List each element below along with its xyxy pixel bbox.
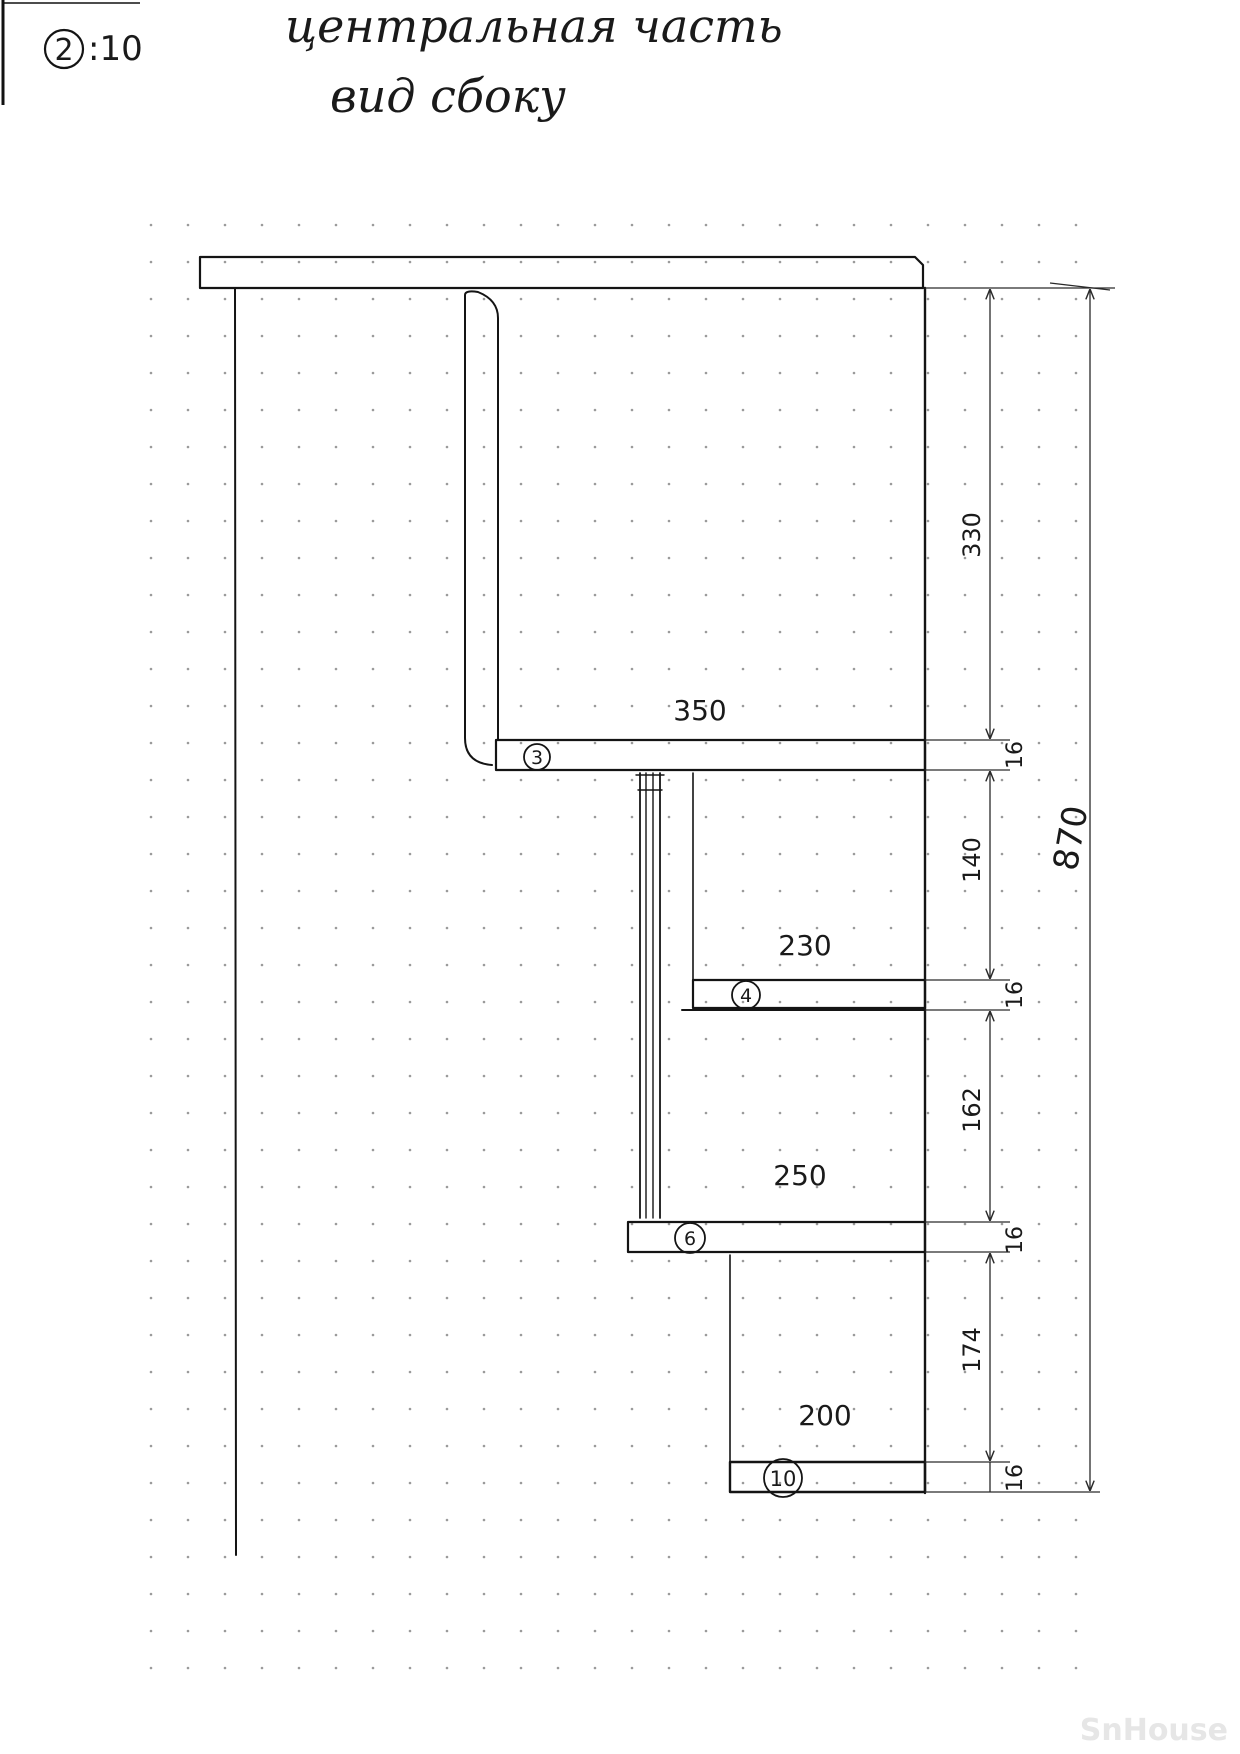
shelf-10 [728,1460,927,1494]
title-line-1: центральная часть [285,0,783,53]
shelf-4-marker [731,980,761,1010]
shelf-6 [626,1220,927,1254]
top-slab [198,255,925,290]
shelf-4-width: 230 [778,929,831,962]
dim-segment-16-d: 16 [1003,1464,1028,1492]
watermark: SnHouse [1080,1713,1228,1748]
shelf-3 [494,738,927,772]
dim-segment-140: 140 [958,837,986,883]
scale-circle [43,28,85,70]
left-wall-line [234,287,237,1556]
dot-grid [130,195,1110,1670]
dim-segment-162: 162 [958,1087,986,1133]
shelf-4 [691,978,927,1010]
shelf-10-id: 10 [770,1467,797,1491]
shelf-6-marker [674,1222,706,1254]
title-line-2: вид сбоку [330,69,566,123]
shelf-10-marker [763,1458,803,1498]
shelf-10-width: 200 [798,1399,851,1432]
dim-segment-330: 330 [958,512,986,558]
scale-ratio: :10 [88,29,143,69]
shelf-3-marker [523,743,551,771]
extension-lines [925,282,1115,1493]
shelf-3-width: 350 [673,694,726,727]
dim-segment-16-b: 16 [1003,981,1028,1009]
dim-segment-174: 174 [958,1327,986,1373]
scale-number: 2 [54,33,73,68]
dim-segment-16-c: 16 [1003,1226,1028,1254]
shelf-4-id: 4 [740,985,752,1007]
dim-segment-16-a: 16 [1003,741,1028,769]
middle-support [635,772,665,1219]
upper-support [464,290,499,766]
shelf-3-id: 3 [531,747,543,769]
scale-label: 2 :10 [43,28,143,70]
shelf-6-id: 6 [684,1228,696,1250]
shelf-6-width: 250 [773,1159,826,1192]
